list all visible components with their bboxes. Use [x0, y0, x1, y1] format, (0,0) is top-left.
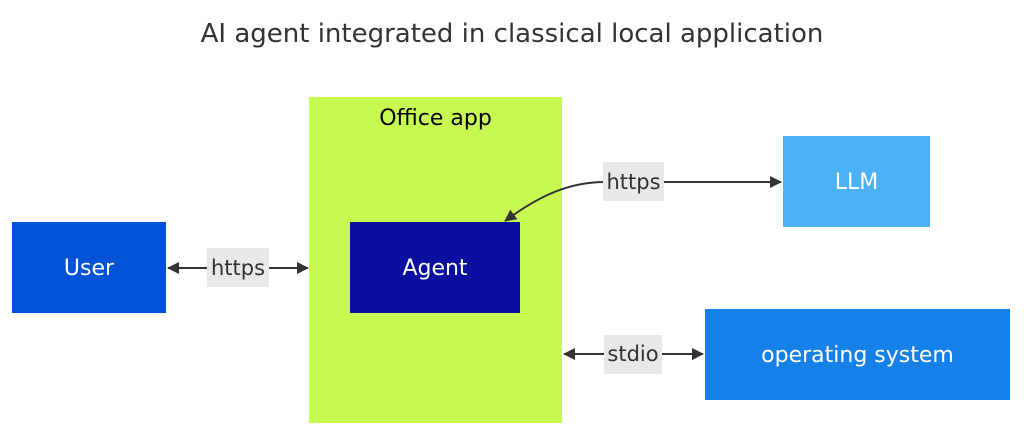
edge-agent-llm-line [504, 176, 782, 222]
node-operating-system[interactable]: operating system [705, 309, 1010, 400]
node-llm-box [783, 136, 930, 227]
diagram-title: AI agent integrated in classical local a… [201, 19, 824, 49]
node-user-label: User [64, 256, 115, 281]
node-agent-box [350, 222, 520, 313]
node-agent[interactable]: Agent [350, 222, 520, 313]
edge-agent-llm-label-bg [603, 162, 664, 201]
edge-user-office-label-bg [207, 248, 269, 287]
node-llm[interactable]: LLM [783, 136, 930, 227]
node-agent-label: Agent [402, 256, 467, 281]
node-user[interactable]: User [12, 222, 166, 313]
node-user-box [12, 222, 166, 313]
edge-office-os: stdio [563, 335, 704, 374]
edge-user-office-label: https [211, 256, 265, 280]
node-llm-label: LLM [835, 170, 879, 195]
node-operating-system-label: operating system [761, 343, 954, 368]
edge-agent-llm-label: https [606, 170, 660, 194]
group-office-app-label: Office app [379, 106, 492, 131]
edge-user-office: https [167, 248, 309, 287]
node-operating-system-box [705, 309, 1010, 400]
edge-office-os-label: stdio [607, 342, 658, 366]
edge-office-os-label-bg [604, 335, 662, 374]
edge-agent-llm: https [504, 162, 782, 222]
